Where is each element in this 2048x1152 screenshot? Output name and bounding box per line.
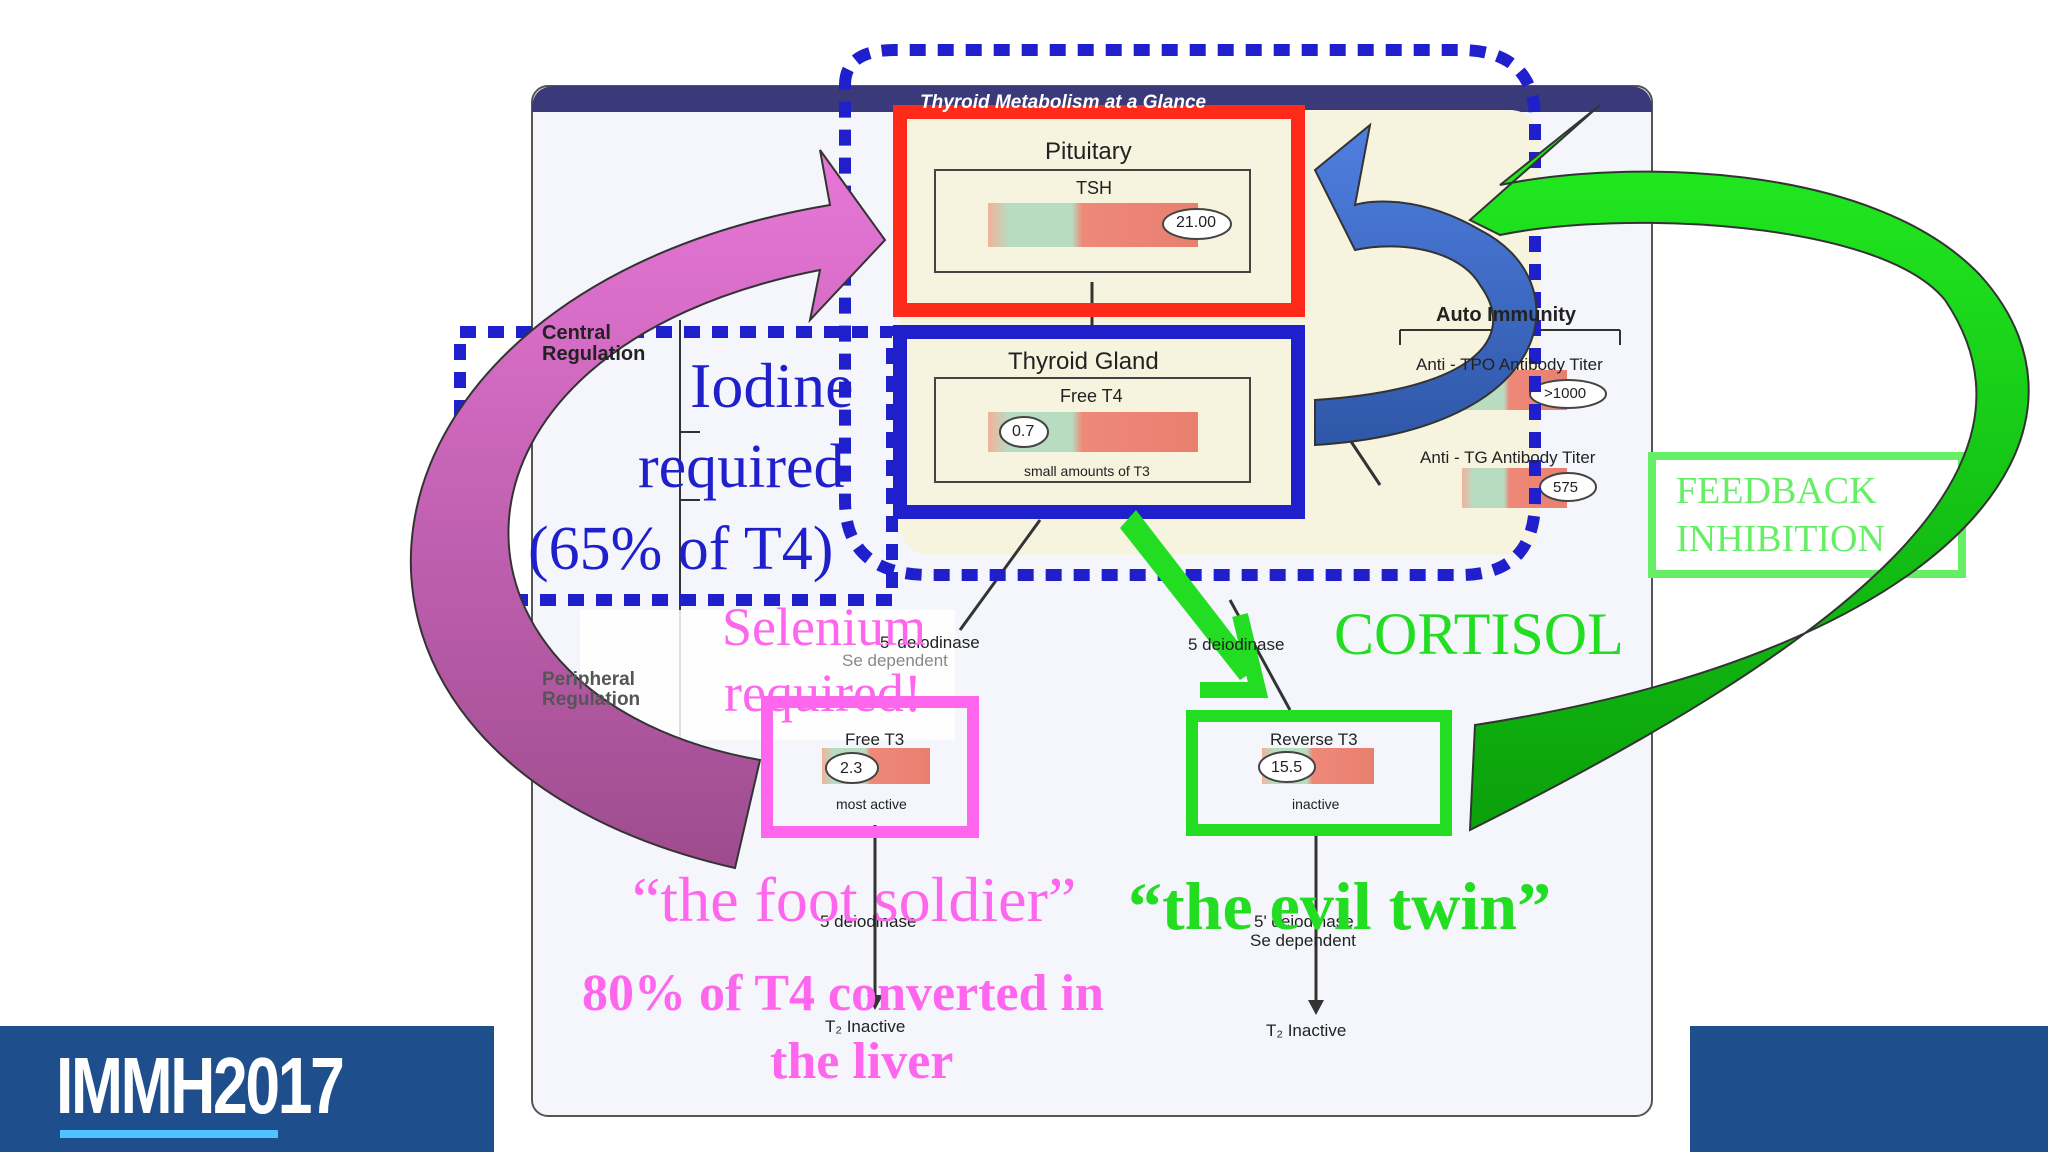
tg-label: Anti - TG Antibody Titer [1420,448,1596,467]
foot-soldier-label: “the foot soldier” [632,864,1077,935]
peripheral-regulation-label: Peripheral Regulation [542,669,641,710]
free-t4-label: Free T4 [1060,386,1123,406]
selenium-line2: required! [724,663,922,723]
pituitary-box [893,105,1305,317]
tpo-label: Anti - TPO Antibody Titer [1416,355,1603,374]
cortisol-label: CORTISOL [1334,601,1624,667]
green-pointer-arrow [1120,510,1258,680]
free-t3-box [761,696,979,838]
pituitary-title: Pituitary [1045,138,1132,165]
deiodinase-right: 5 deiodinase [1188,635,1285,654]
lower-right-enzyme-line1: 5' deiodinase [1254,912,1354,931]
iodine-line2: required [638,433,845,501]
auto-immunity-title: Auto Immunity [1436,304,1576,326]
reverse-t3-box [1186,710,1452,836]
t2-right: T₂ Inactive [1266,1021,1347,1040]
free-t3-value: 2.3 [840,760,863,777]
central-dotted-outline [839,44,1541,581]
tsh-value: 21.00 [1176,214,1217,231]
deiodinase-left-line1: 5' deiodinase [880,633,980,652]
logo-bar-right [1690,1026,2048,1152]
t2-left: T₂ Inactive [825,1017,906,1036]
central-regulation-label: Central Regulation [542,322,646,365]
lower-right-enzyme-line2: Se dependent [1250,931,1356,950]
evil-twin-label: “the evil twin” [1128,868,1552,944]
panel-header-title: Thyroid Metabolism at a Glance [920,92,1207,113]
converted-line1: 80% of T4 converted in [582,965,1104,1022]
selenium-line1: Selenium [722,597,926,657]
green-arrow [1468,104,2030,832]
panel-header [532,86,1652,112]
feedback-line1: FEEDBACK [1676,470,1877,512]
logo-text: IMMH2017 [56,1041,345,1130]
pink-arrow [409,149,887,870]
tpo-value: >1000 [1544,385,1587,402]
feedback-line2: INHIBITION [1676,518,1885,560]
logo-bar-left: IMMH2017 [0,1026,494,1152]
reverse-t3-note: inactive [1292,796,1340,812]
deiodinase-left-line2: Se dependent [842,651,948,670]
tg-value: 575 [1553,479,1579,496]
blue-arrow [1313,122,1538,447]
reverse-t3-title: Reverse T3 [1270,730,1358,749]
lower-left-enzyme: 5 deiodinase [820,912,917,931]
converted-line2: the liver [770,1033,954,1090]
thyroid-box [893,325,1305,519]
thyroid-note: small amounts of T3 [1024,463,1150,479]
free-t4-value: 0.7 [1012,423,1035,440]
logo-underline [60,1130,278,1138]
thyroid-title: Thyroid Gland [1008,348,1159,375]
free-t3-note: most active [836,796,907,812]
tsh-value-bubble [1162,208,1232,240]
free-t3-title: Free T3 [845,730,905,749]
tsh-label: TSH [1076,178,1112,198]
iodine-line1: Iodine [690,350,854,421]
reverse-t3-value: 15.5 [1271,759,1303,776]
iodine-line3: (65% of T4) [528,515,834,583]
